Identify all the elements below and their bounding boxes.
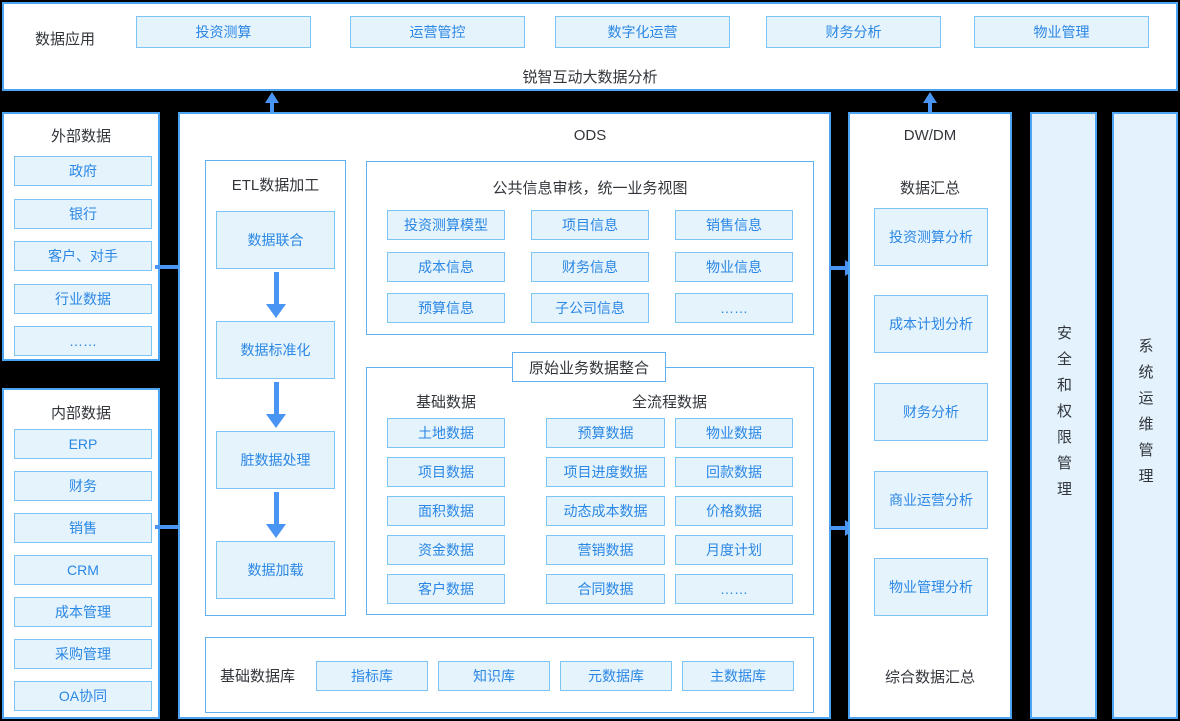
dwdm-item-4: 物业管理分析	[874, 558, 988, 616]
base-db-item-3: 主数据库	[682, 661, 794, 691]
raw-business-base-header: 基础数据	[415, 394, 476, 411]
public-info-item-6: 预算信息	[387, 293, 505, 323]
arrow-down-icon	[266, 272, 286, 318]
raw-business-box: 基础数据 全流程数据 土地数据 项目数据 面积数据 资金数据 客户数据 预算数据…	[366, 367, 814, 615]
dwdm-item-1: 成本计划分析	[874, 295, 988, 353]
raw-business-process-header: 全流程数据	[631, 394, 707, 411]
external-data-title: 外部数据	[50, 128, 111, 145]
internal-data-item-6: OA协同	[14, 681, 152, 711]
public-info-item-7: 子公司信息	[531, 293, 649, 323]
app-button-1: 运营管控	[350, 16, 525, 48]
external-data-item-3: 行业数据	[14, 284, 152, 314]
base-db-item-0: 指标库	[316, 661, 428, 691]
process-data-item-9: ……	[675, 574, 793, 604]
raw-business-title: 原始业务数据整合	[528, 359, 649, 377]
public-info-title: 公共信息审核，统一业务视图	[492, 180, 688, 197]
external-data-item-2: 客户、对手	[14, 241, 152, 271]
ods-title: ODS	[573, 127, 607, 144]
internal-data-panel: 内部数据 ERP 财务 销售 CRM 成本管理 采购管理 OA协同	[2, 388, 160, 719]
external-data-item-1: 银行	[14, 199, 152, 229]
system-ops-label: 系统运维管理	[1136, 337, 1154, 494]
arrow-down-icon	[266, 492, 286, 538]
internal-data-item-2: 销售	[14, 513, 152, 543]
base-data-item-2: 面积数据	[387, 496, 505, 526]
public-info-item-8: ……	[675, 293, 793, 323]
system-ops-bar: 系统运维管理	[1112, 112, 1178, 719]
external-data-item-0: 政府	[14, 156, 152, 186]
security-permission-bar: 安全和权限管理	[1030, 112, 1097, 719]
base-db-item-2: 元数据库	[560, 661, 672, 691]
base-db-title: 基础数据库	[220, 667, 296, 685]
ods-panel: ODS ETL数据加工 数据联合 数据标准化 脏数据处理 数据加载 公共信息审核…	[178, 112, 831, 719]
public-info-box: 公共信息审核，统一业务视图 投资测算模型 项目信息 销售信息 成本信息 财务信息…	[366, 161, 814, 335]
arrow-up-icon	[265, 92, 279, 112]
process-data-item-4: 合同数据	[546, 574, 665, 604]
base-data-item-0: 土地数据	[387, 418, 505, 448]
process-data-item-7: 价格数据	[675, 496, 793, 526]
public-info-item-2: 销售信息	[675, 210, 793, 240]
dwdm-item-0: 投资测算分析	[874, 208, 988, 266]
base-data-item-1: 项目数据	[387, 457, 505, 487]
raw-business-title-box: 原始业务数据整合	[512, 352, 666, 382]
public-info-item-3: 成本信息	[387, 252, 505, 282]
internal-data-item-1: 财务	[14, 471, 152, 501]
process-data-item-0: 预算数据	[546, 418, 665, 448]
public-info-item-1: 项目信息	[531, 210, 649, 240]
arrow-up-icon	[923, 92, 937, 112]
etl-step-0: 数据联合	[216, 211, 335, 269]
platform-title: 锐智互动大数据分析	[522, 69, 658, 86]
internal-data-item-4: 成本管理	[14, 597, 152, 627]
public-info-item-0: 投资测算模型	[387, 210, 505, 240]
app-button-4: 物业管理	[974, 16, 1149, 48]
external-data-panel: 外部数据 政府 银行 客户、对手 行业数据 ……	[2, 112, 160, 361]
base-db-item-1: 知识库	[438, 661, 550, 691]
process-data-item-3: 营销数据	[546, 535, 665, 565]
dwdm-item-3: 商业运营分析	[874, 471, 988, 529]
dwdm-item-2: 财务分析	[874, 383, 988, 441]
internal-data-title: 内部数据	[50, 405, 111, 422]
base-data-item-4: 客户数据	[387, 574, 505, 604]
dwdm-title: DW/DM	[903, 127, 957, 144]
etl-step-2: 脏数据处理	[216, 431, 335, 489]
process-data-item-5: 物业数据	[675, 418, 793, 448]
process-data-item-2: 动态成本数据	[546, 496, 665, 526]
app-button-2: 数字化运营	[555, 16, 730, 48]
dwdm-footer: 综合数据汇总	[884, 669, 975, 686]
app-button-3: 财务分析	[766, 16, 941, 48]
internal-data-item-3: CRM	[14, 555, 152, 585]
app-layer-label: 数据应用	[35, 31, 96, 48]
etl-box: ETL数据加工 数据联合 数据标准化 脏数据处理 数据加载	[205, 160, 346, 616]
external-data-item-4: ……	[14, 326, 152, 356]
process-data-item-8: 月度计划	[675, 535, 793, 565]
process-data-item-1: 项目进度数据	[546, 457, 665, 487]
etl-step-1: 数据标准化	[216, 321, 335, 379]
internal-data-item-5: 采购管理	[14, 639, 152, 669]
base-db-box: 基础数据库 指标库 知识库 元数据库 主数据库	[205, 637, 814, 713]
public-info-item-4: 财务信息	[531, 252, 649, 282]
dwdm-subtitle: 数据汇总	[899, 180, 960, 197]
public-info-item-5: 物业信息	[675, 252, 793, 282]
app-button-0: 投资测算	[136, 16, 311, 48]
base-data-item-3: 资金数据	[387, 535, 505, 565]
process-data-item-6: 回款数据	[675, 457, 793, 487]
etl-step-3: 数据加载	[216, 541, 335, 599]
app-layer-panel: 数据应用 投资测算 运营管控 数字化运营 财务分析 物业管理 锐智互动大数据分析	[2, 2, 1178, 91]
arrow-down-icon	[266, 382, 286, 428]
internal-data-item-0: ERP	[14, 429, 152, 459]
security-permission-label: 安全和权限管理	[1055, 324, 1072, 507]
etl-title: ETL数据加工	[231, 177, 320, 194]
dwdm-panel: DW/DM 数据汇总 投资测算分析 成本计划分析 财务分析 商业运营分析 物业管…	[848, 112, 1012, 719]
